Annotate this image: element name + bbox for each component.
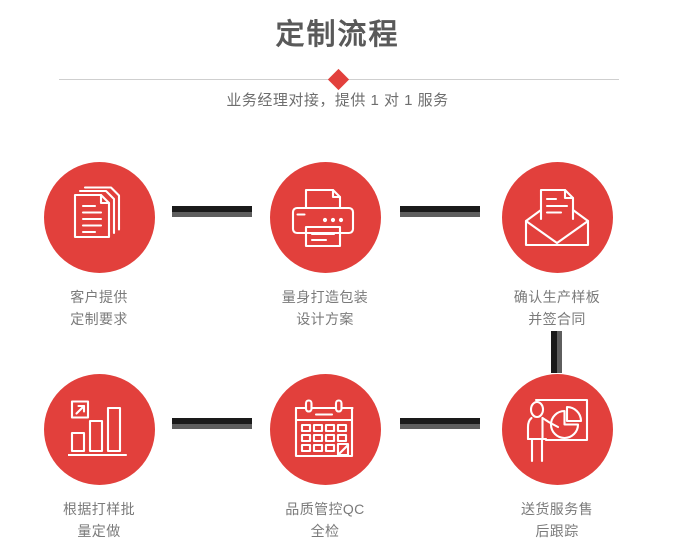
page-header: 定制流程 业务经理对接，提供 1 对 1 服务 — [0, 0, 675, 130]
connector-step5-step6 — [400, 418, 480, 429]
flow-step-2[interactable]: 量身打造包装 设计方案 — [245, 162, 405, 330]
flow-step-4-label: 根据打样批 量定做 — [63, 501, 135, 539]
flow-step-3-label: 确认生产样板 并签合同 — [513, 289, 601, 327]
connector-step3-step6 — [551, 331, 562, 373]
connector-bar — [551, 331, 557, 373]
flow-step-2-label: 量身打造包装 设计方案 — [281, 289, 369, 327]
flow-step-3-circle — [501, 162, 613, 273]
flow-step-3[interactable]: 确认生产样板 并签合同 — [477, 162, 637, 330]
flow-step-4[interactable]: 根据打样批 量定做 — [19, 374, 179, 542]
connector-shadow — [400, 424, 480, 429]
flow-step-1-label: 客户提供 定制要求 — [70, 289, 128, 327]
connector-step4-step5 — [172, 418, 252, 429]
connector-bar — [172, 206, 252, 212]
connector-bar — [400, 418, 480, 424]
page-subtitle: 业务经理对接，提供 1 对 1 服务 — [226, 92, 449, 109]
flow-step-2-circle — [269, 162, 381, 273]
flow-step-1[interactable]: 客户提供 定制要求 — [19, 162, 179, 330]
flow-step-5[interactable]: 品质管控QC 全检 — [245, 374, 405, 542]
flow-step-5-circle — [269, 374, 381, 485]
connector-bar — [400, 206, 480, 212]
title-divider — [59, 68, 619, 91]
flow-step-1-circle — [43, 162, 155, 273]
connector-shadow — [172, 424, 252, 429]
flow-step-5-label: 品质管控QC 全检 — [285, 501, 365, 539]
flow-step-6-label: 送货服务售 后跟踪 — [521, 501, 593, 539]
connector-shadow — [400, 212, 480, 217]
flow-step-6-circle — [501, 374, 613, 485]
connector-step1-step2 — [172, 206, 252, 217]
connector-shadow — [172, 212, 252, 217]
flow-step-6[interactable]: 送货服务售 后跟踪 — [477, 374, 637, 542]
connector-step2-step3 — [400, 206, 480, 217]
connector-bar — [172, 418, 252, 424]
page-title: 定制流程 — [275, 19, 400, 51]
connector-shadow — [557, 331, 562, 373]
flow-step-4-circle — [43, 374, 155, 485]
